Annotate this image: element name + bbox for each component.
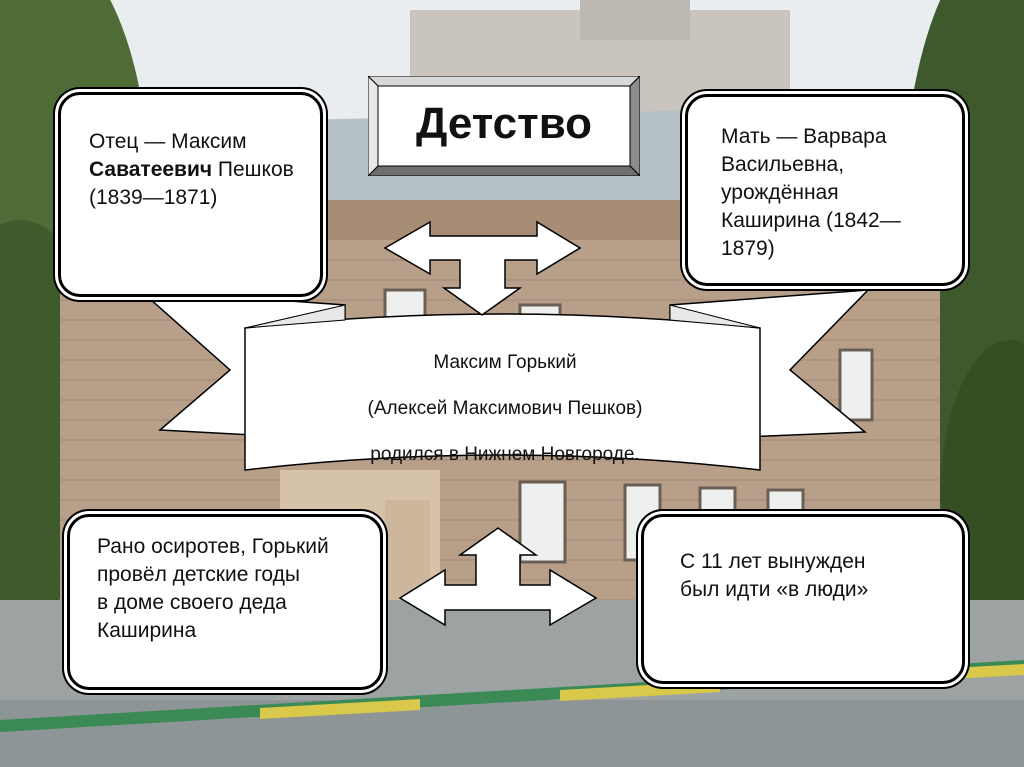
father-text: Отец — Максим Саватеевич Пешков (1839—18… bbox=[89, 130, 294, 209]
mother-line-2: Васильевна, bbox=[721, 153, 845, 176]
mother-line-5: 1879) bbox=[721, 237, 775, 260]
center-line-2: (Алексей Максимович Пешков) bbox=[367, 398, 643, 419]
childhood-box: Рано осиротев, Горький провёл детские го… bbox=[67, 514, 383, 690]
mother-line-1: Мать — Варвара bbox=[721, 125, 887, 148]
work-box: С 11 лет вынужден был идти «в люди» bbox=[641, 514, 965, 684]
work-line-1: С 11 лет вынужден bbox=[680, 550, 866, 573]
top-arrow-icon bbox=[383, 220, 582, 316]
childhood-line-2: провёл детские годы bbox=[97, 563, 300, 586]
page-title: Детство bbox=[415, 99, 593, 148]
childhood-line-4: Каширина bbox=[97, 619, 197, 642]
childhood-line-3: в доме своего деда bbox=[97, 591, 287, 614]
mother-line-3: урождённая bbox=[721, 181, 839, 204]
center-line-1: Максим Горький bbox=[433, 352, 577, 373]
father-box: Отец — Максим Саватеевич Пешков (1839—18… bbox=[58, 92, 323, 297]
mother-line-4: Каширина (1842— bbox=[721, 209, 901, 232]
title-box: Детство bbox=[368, 76, 640, 176]
work-line-2: был идти «в люди» bbox=[680, 578, 869, 601]
father-name-bold: Саватеевич bbox=[89, 158, 213, 181]
bottom-arrow-icon bbox=[398, 527, 598, 627]
mother-box: Мать — Варвара Васильевна, урождённая Ка… bbox=[685, 94, 965, 286]
childhood-line-1: Рано осиротев, Горький bbox=[97, 535, 329, 558]
center-line-3: родился в Нижнем Новгороде. bbox=[370, 444, 640, 465]
